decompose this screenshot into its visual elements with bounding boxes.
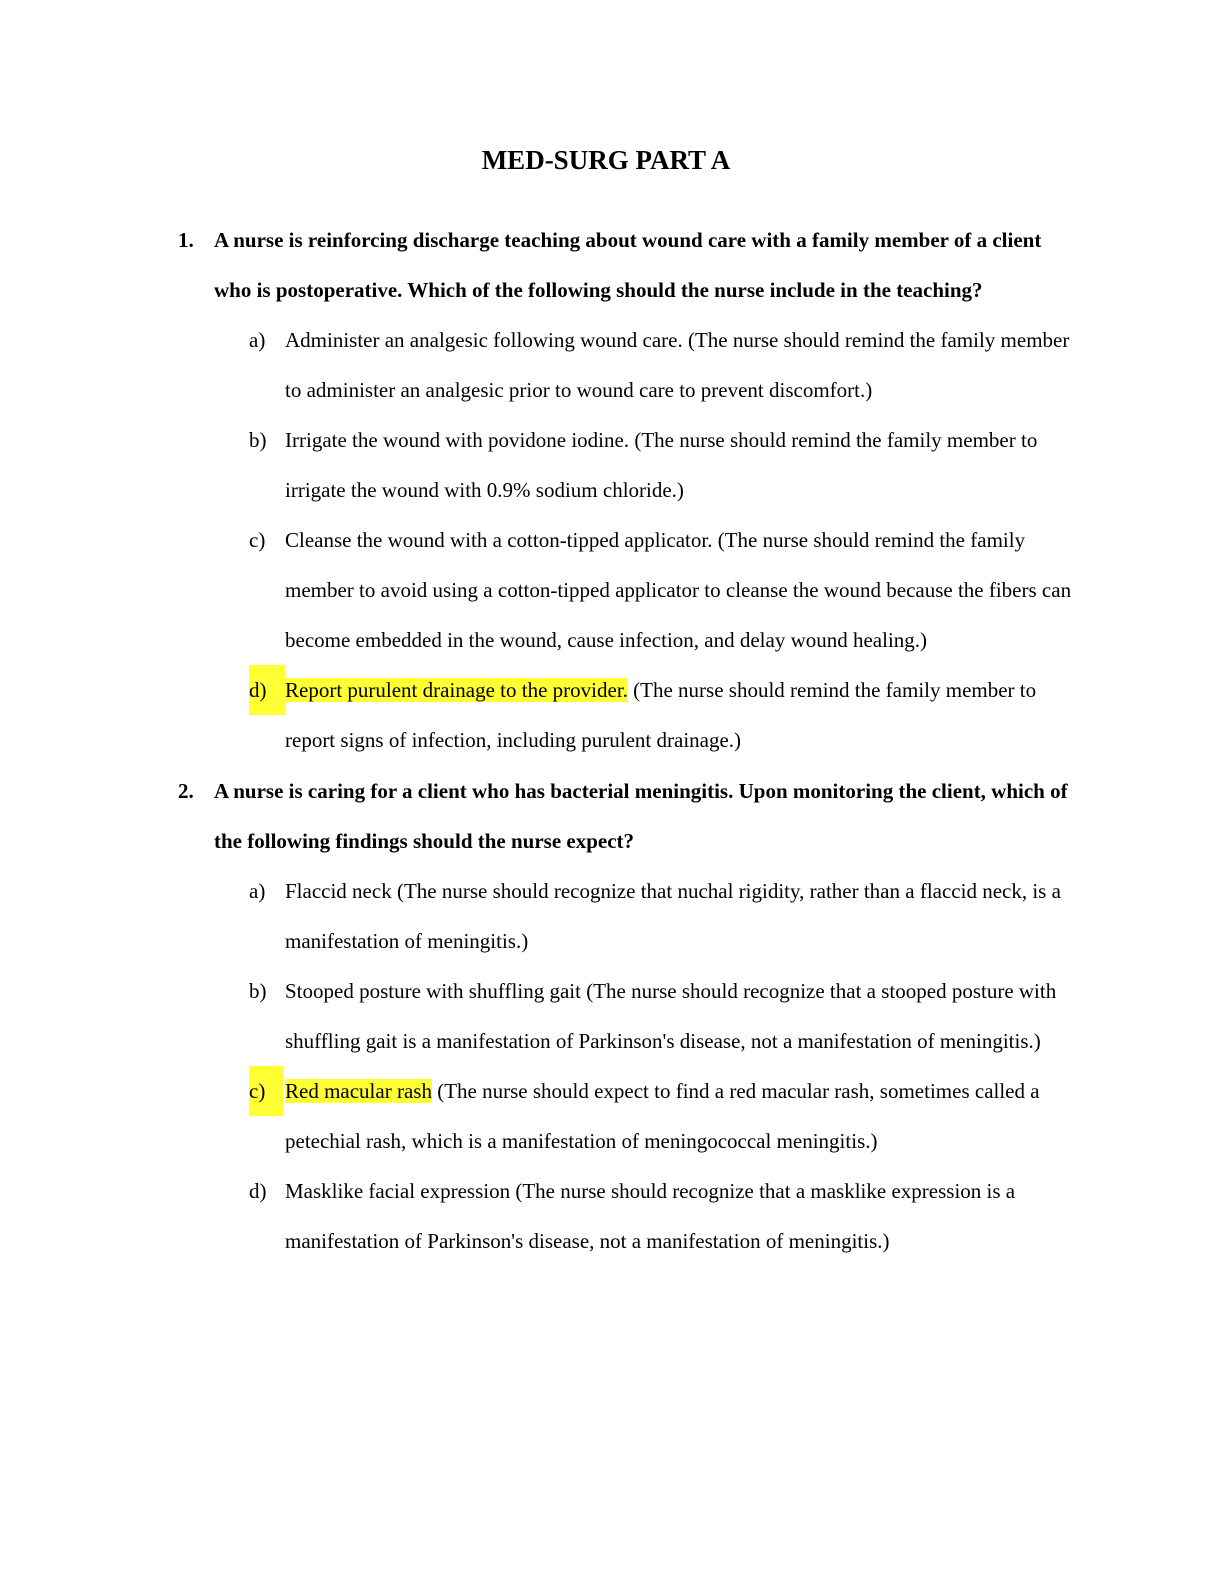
option-rationale: (The nurse should remind the family memb… [285,678,1037,752]
option-c-correct: c) Red macular rash (The nurse should ex… [178,1066,1083,1166]
option-answer: Stooped posture with shuffling gait [285,979,581,1003]
option-rationale: (The nurse should expect to find a red m… [285,1079,1040,1153]
option-rationale: (The nurse should recognize that a maskl… [285,1179,1016,1253]
question-1: 1. A nurse is reinforcing discharge teac… [178,215,1083,765]
question-text: A nurse is reinforcing discharge teachin… [214,228,1042,302]
option-answer-highlighted: Report purulent drainage to the provider… [285,678,628,702]
option-b: b) Stooped posture with shuffling gait (… [178,966,1083,1066]
option-letter: b) [249,428,267,452]
option-answer: Cleanse the wound with a cotton-tipped a… [285,528,713,552]
option-c: c) Cleanse the wound with a cotton-tippe… [178,515,1083,665]
option-answer: Administer an analgesic following wound … [285,328,683,352]
option-d: d) Masklike facial expression (The nurse… [178,1166,1083,1266]
option-rationale: (The nurse should remind the family memb… [285,528,1072,652]
answer-options: a) Flaccid neck (The nurse should recogn… [178,866,1083,1266]
option-rationale: (The nurse should remind the family memb… [285,428,1038,502]
option-a: a) Administer an analgesic following wou… [178,315,1083,415]
answer-options: a) Administer an analgesic following wou… [178,315,1083,765]
page-title: MED-SURG PART A [481,145,731,175]
question-2: 2. A nurse is caring for a client who ha… [178,766,1083,1266]
option-letter: d) [249,1179,267,1203]
option-answer-highlighted: Red macular rash [285,1079,432,1103]
option-letter: b) [249,979,267,1003]
question-text: A nurse is caring for a client who has b… [214,779,1068,853]
question-number: 1. [178,228,194,252]
option-answer: Masklike facial expression [285,1179,511,1203]
option-letter: a) [249,328,266,352]
option-letter: c) [249,528,266,552]
option-b: b) Irrigate the wound with povidone iodi… [178,415,1083,515]
option-rationale: (The nurse should recognize that a stoop… [285,979,1057,1053]
option-a: a) Flaccid neck (The nurse should recogn… [178,866,1083,966]
option-letter-highlighted: c) [249,1066,284,1116]
option-rationale: (The nurse should recognize that nuchal … [285,879,1061,953]
option-rationale: (The nurse should remind the family memb… [285,328,1070,402]
option-letter-highlighted: d) [249,665,285,715]
option-answer: Flaccid neck [285,879,392,903]
option-answer: Irrigate the wound with povidone iodine. [285,428,630,452]
option-d-correct: d) Report purulent drainage to the provi… [178,665,1083,765]
option-letter: a) [249,879,266,903]
question-number: 2. [178,779,194,803]
